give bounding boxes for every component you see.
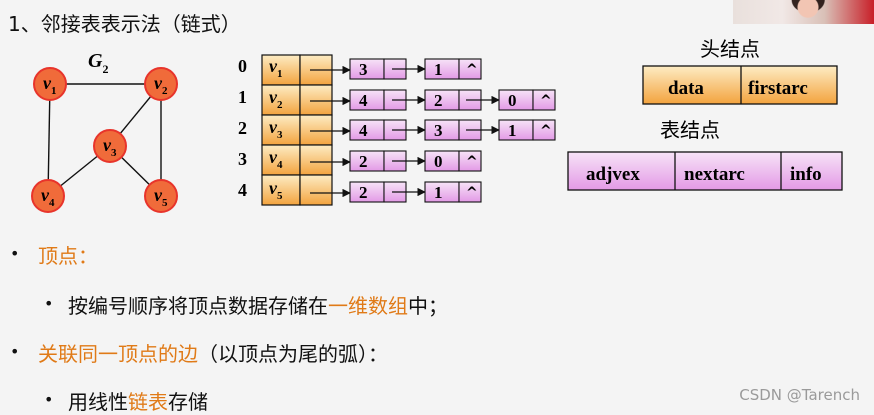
bullet-1-text: 顶点：: [38, 240, 98, 269]
node-4-1-next: [458, 181, 482, 203]
bullet-2-seg-0: 按编号顺序将顶点数据存储在: [68, 294, 328, 318]
null-4: ^: [466, 185, 478, 201]
head-field-data: data: [668, 78, 704, 99]
bullet-3-seg-0: 关联同一顶点的边: [38, 342, 198, 366]
bullet-marker: •: [10, 342, 20, 361]
presenter-video-thumbnail: [733, 0, 874, 24]
adj-index-1: 1: [238, 87, 247, 107]
node-3-1-label: 0: [434, 152, 443, 171]
head-cell-firstarc-2: [299, 114, 333, 146]
null-2: ^: [540, 123, 552, 139]
adj-index-3: 3: [238, 149, 247, 169]
graph-node-v2: v2: [144, 67, 178, 101]
watermark: CSDN @Tarench: [739, 386, 860, 404]
null-1: ^: [540, 93, 552, 109]
node-2-0-label: 4: [359, 121, 368, 140]
node-0-0-label: 3: [359, 60, 368, 79]
bullet-marker: •: [44, 294, 54, 313]
graph-node-v1: v1: [33, 67, 67, 101]
bullet-3-seg-1: （以顶点为尾的弧）：: [198, 342, 388, 366]
bullet-4: •: [44, 390, 53, 409]
adj-row-2: 2 v3 4 3 1 ^: [238, 114, 556, 146]
node-0-1-next: [458, 58, 482, 80]
node-2-1-label: 3: [434, 121, 443, 140]
bullet-2-seg-1: 一维数组: [328, 294, 408, 318]
null-3: ^: [466, 154, 478, 170]
head-label-v3: v3: [269, 117, 283, 141]
page-title: 1、邻接表表示法（链式）: [8, 12, 241, 36]
node-3-0-label: 2: [359, 152, 368, 171]
node-4-1-label: 1: [434, 183, 443, 202]
table-field-nextarc: nextarc: [684, 164, 745, 185]
adj-row-4: 4 v5 2 1 ^: [238, 174, 482, 206]
bullet-marker: •: [44, 390, 54, 409]
bullet-2-text: 按编号顺序将顶点数据存储在一维数组中；: [68, 290, 448, 319]
table-field-adjvex: adjvex: [586, 164, 640, 185]
node-2-2-next: [532, 119, 556, 141]
node-1-0-label: 4: [359, 91, 368, 110]
graph-node-v5: v5: [144, 179, 178, 213]
adj-index-0: 0: [238, 56, 247, 76]
bullet-1: •: [10, 244, 19, 263]
head-label-v4: v4: [269, 147, 283, 171]
adj-row-3: 3 v4 2 0 ^: [238, 144, 482, 176]
edge-v1-v4: [47, 83, 51, 197]
head-cell-firstarc-3: [299, 144, 333, 176]
null-0: ^: [466, 62, 478, 78]
bullet-4-seg-1: 链表: [128, 390, 168, 414]
svg-text:v1: v1: [43, 73, 57, 97]
adj-row-1: 1 v2 4 2 0 ^: [238, 84, 556, 116]
svg-text:v3: v3: [103, 135, 117, 159]
bullet-2: •: [44, 294, 53, 313]
node-1-1-label: 2: [434, 91, 443, 110]
head-field-firstarc: firstarc: [748, 78, 808, 99]
node-3-1-next: [458, 150, 482, 172]
node-2-2-label: 1: [508, 121, 517, 140]
node-1-2-next: [532, 89, 556, 111]
head-node-box: [642, 65, 838, 105]
bullet-4-text: 用线性链表存储: [68, 386, 208, 415]
bullet-3-text: 关联同一顶点的边（以顶点为尾的弧）：: [38, 338, 388, 367]
head-cell-firstarc-4: [299, 174, 333, 206]
bullet-4-seg-2: 存储: [168, 390, 208, 414]
node-legend: 头结点 data firstarc 表结点 adjvex nextarc inf…: [567, 37, 843, 191]
table-node-box: [567, 151, 843, 191]
node-4-0-label: 2: [359, 183, 368, 202]
graph-name: G2: [88, 50, 108, 76]
head-cell-v3: [261, 114, 301, 146]
graph-nodes: v1 v2 v3 v4 v5: [31, 67, 178, 213]
head-node-title: 头结点: [700, 37, 760, 61]
graph-node-v4: v4: [31, 179, 65, 213]
svg-text:v4: v4: [41, 185, 55, 209]
head-label-v1: v1: [269, 56, 283, 80]
bullet-2-seg-2: 中；: [408, 294, 448, 318]
head-label-v2: v2: [269, 87, 283, 111]
adjacency-list: 0 v1 3 1 ^ 1 v2: [238, 54, 556, 206]
graph-node-v3: v3: [93, 129, 127, 163]
bullet-4-seg-0: 用线性: [68, 390, 128, 414]
head-cell-firstarc-1: [299, 84, 333, 116]
table-node-title: 表结点: [660, 118, 720, 142]
bullet-3: •: [10, 342, 19, 361]
head-cell-v5: [261, 174, 301, 206]
head-label-v5: v5: [269, 178, 283, 202]
adj-index-2: 2: [238, 118, 247, 138]
adj-row-0: 0 v1 3 1 ^: [238, 54, 482, 86]
node-0-1-label: 1: [434, 60, 443, 79]
svg-text:v5: v5: [154, 185, 168, 209]
node-1-2-label: 0: [508, 91, 517, 110]
head-cell-v2: [261, 84, 301, 116]
adj-index-4: 4: [238, 180, 247, 200]
bullet-1-seg-0: 顶点：: [38, 244, 98, 268]
svg-text:v2: v2: [154, 73, 168, 97]
table-field-info: info: [790, 164, 822, 185]
bullet-list: • 顶点： • 按编号顺序将顶点数据存储在一维数组中； • 关联同一顶点的边（以…: [0, 244, 874, 414]
bullet-marker: •: [10, 244, 20, 263]
